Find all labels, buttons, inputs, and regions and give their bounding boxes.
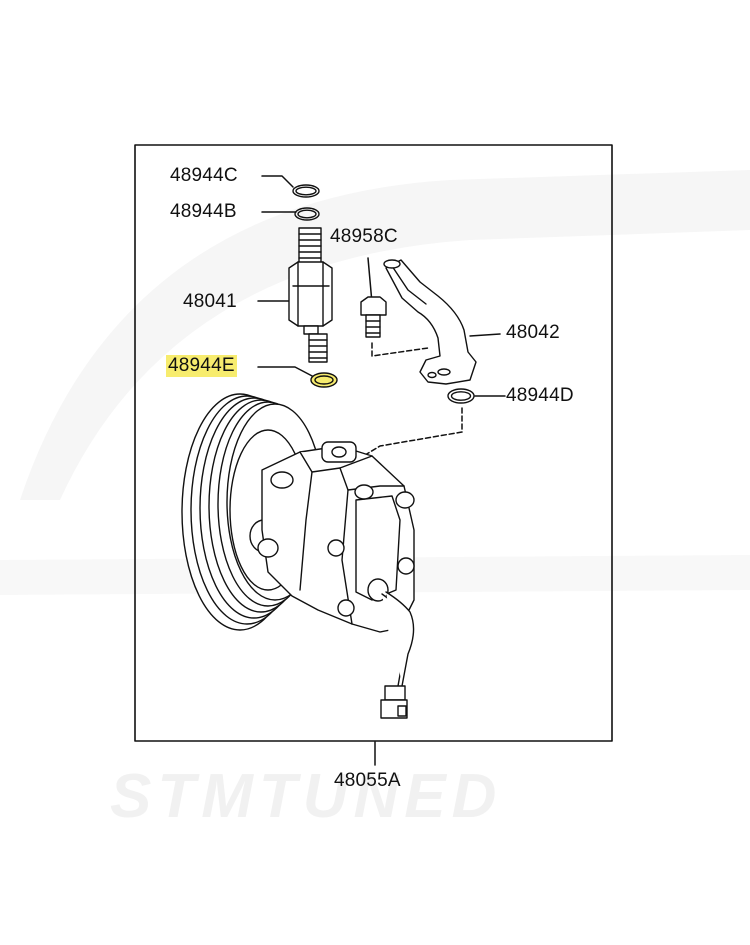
bolt-part: [360, 296, 387, 338]
callout-48944c: 48944C: [170, 165, 238, 186]
watermark-text: STMTUNED: [110, 762, 503, 831]
callout-48055a: 48055A: [334, 770, 401, 791]
callout-48944d: 48944D: [506, 385, 574, 406]
oring-e: [310, 372, 338, 388]
callout-48958c: 48958C: [330, 226, 398, 247]
callout-48041: 48041: [183, 291, 237, 312]
callout-48944b: 48944B: [170, 201, 237, 222]
oring-c: [292, 184, 320, 198]
oring-b: [294, 207, 320, 221]
valve-part: [288, 227, 333, 363]
oring-d: [447, 388, 475, 404]
diagram-frame: [134, 144, 613, 742]
callout-48042: 48042: [506, 322, 560, 343]
callout-48944e-highlighted: 48944E: [166, 355, 237, 377]
pump-assembly: [181, 393, 415, 719]
leader-lines: [257, 175, 506, 766]
pipe-part: [383, 259, 477, 385]
